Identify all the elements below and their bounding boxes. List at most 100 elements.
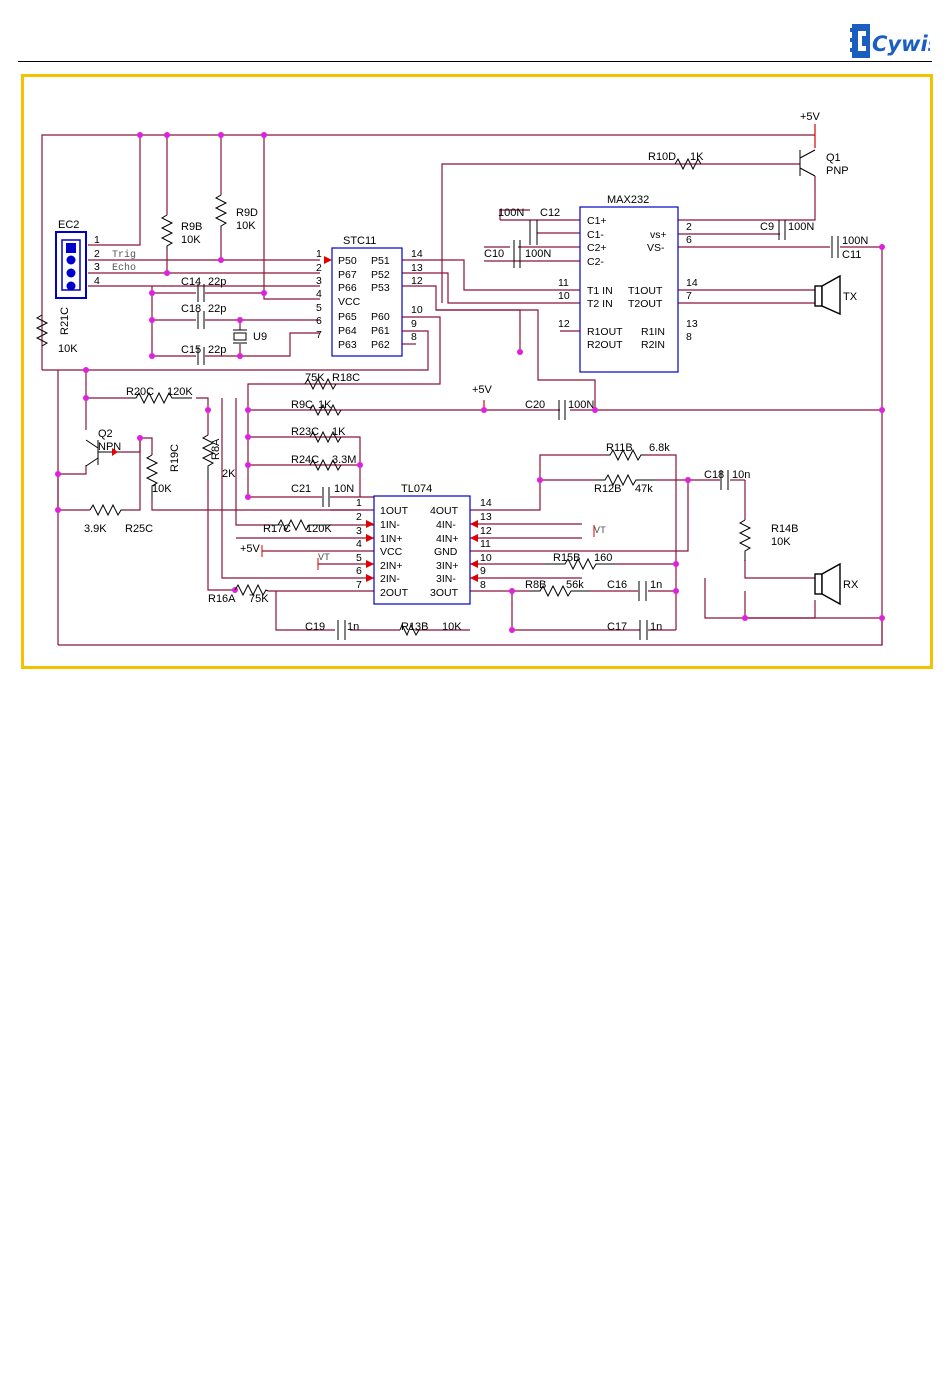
- junction-dot: [83, 367, 89, 373]
- junction-dot: [205, 407, 211, 413]
- pin-number: 13: [480, 511, 492, 523]
- junction-dot: [149, 353, 155, 359]
- pin-name: P51: [371, 255, 390, 267]
- junction-dot: [879, 407, 885, 413]
- junctions: [55, 132, 885, 633]
- pin-name: P65: [338, 311, 357, 323]
- c21-value: 10N: [334, 483, 354, 495]
- resistor-r24c-icon: [309, 458, 342, 472]
- pin-number: 14: [686, 277, 698, 289]
- capacitor-c18b-icon: [720, 470, 729, 490]
- pin-number: 14: [480, 497, 492, 509]
- r8a-value: 2K: [222, 468, 236, 480]
- max232-chip: [579, 206, 679, 373]
- r8b-value: 56k: [566, 579, 584, 591]
- pin-number: 6: [356, 565, 362, 577]
- pin-number: 7: [356, 579, 362, 591]
- r14b-value: 10K: [771, 536, 791, 548]
- rx-speaker-icon: [814, 562, 841, 606]
- pin-name: R2OUT: [587, 339, 623, 351]
- junction-dot: [137, 132, 143, 138]
- r20c-value: 120K: [167, 386, 193, 398]
- pin-name: P52: [371, 269, 390, 281]
- resistor-r15b-icon: [545, 557, 615, 571]
- q2-type-label: NPN: [98, 441, 121, 453]
- pin-number: 4: [356, 538, 362, 550]
- junction-dot: [685, 477, 691, 483]
- transistor-q2-icon: [85, 439, 120, 467]
- pin-name: R2IN: [641, 339, 665, 351]
- pin-number: 5: [356, 552, 362, 564]
- pin-number: 6: [316, 315, 322, 327]
- r9d-label: R9D: [236, 207, 258, 219]
- c18b-label: C18: [704, 469, 724, 481]
- junction-dot: [218, 132, 224, 138]
- capacitor-c20-icon: [558, 400, 566, 420]
- c9-label: C9: [760, 221, 774, 233]
- r15b-label: R15B: [553, 552, 581, 564]
- pin-name: vs+: [650, 229, 667, 241]
- r18c-value: 75K: [305, 372, 325, 384]
- component-labels: +5V Q1 PNP R10D 1K MAX232 100N C12 C10 1…: [58, 111, 868, 633]
- resistor-r19c-icon: [145, 454, 159, 498]
- c17-value: 1n: [650, 621, 662, 633]
- r19c-label: R19C: [169, 444, 181, 472]
- c19-label: C19: [305, 621, 325, 633]
- pin-name: 1IN+: [380, 533, 402, 545]
- pin-number: 12: [558, 318, 570, 330]
- resistor-r25c-icon: [89, 503, 125, 517]
- c11-label: C11: [842, 249, 861, 261]
- c20-value: 100N: [568, 399, 594, 411]
- r9b-value: 10K: [181, 234, 201, 246]
- junction-dot: [149, 290, 155, 296]
- resistor-r9b-icon: [160, 214, 174, 250]
- r9d-value: 10K: [236, 220, 256, 232]
- junction-dot: [164, 132, 170, 138]
- r12b-value: 47k: [635, 483, 653, 495]
- wires: [41, 124, 883, 646]
- junction-dot: [245, 494, 251, 500]
- u9-label: U9: [253, 331, 267, 343]
- r25c-label: R25C: [125, 523, 153, 535]
- transistor-q1-icon: [799, 149, 816, 177]
- pin-number: 4: [316, 288, 322, 300]
- trig-label: Trig: [112, 249, 136, 261]
- pin-number: 10: [411, 304, 423, 316]
- pin-name: P61: [371, 325, 390, 337]
- c20-label: C20: [525, 399, 545, 411]
- r9c-label: R9C: [291, 399, 313, 411]
- pin-number: 2: [686, 221, 692, 233]
- resistor-r17c-icon: [270, 518, 330, 532]
- pin-number: 13: [686, 318, 698, 330]
- pin-number: 12: [480, 525, 492, 537]
- pin-number: 10: [558, 290, 570, 302]
- pin-name: 3OUT: [430, 587, 459, 599]
- c15-value: 22p: [208, 344, 226, 356]
- c12-value: 100N: [498, 207, 524, 219]
- junction-dot: [592, 407, 598, 413]
- pin-number: 11: [480, 538, 491, 550]
- r23c-label: R23C: [291, 426, 319, 438]
- r17c-value: 120K: [306, 523, 332, 535]
- pin-name: 2IN+: [380, 560, 402, 572]
- max232-pins: C1+ C1- C2+ C2- T1 IN T2 IN R1OUT R2OUT …: [558, 215, 698, 351]
- r10d-value: 1K: [690, 151, 704, 163]
- pin-number: 5: [316, 302, 322, 314]
- pin-name: 3IN-: [436, 573, 456, 585]
- r21c-value: 10K: [58, 343, 78, 355]
- pin-number: 1: [94, 234, 100, 246]
- pin-number: 12: [411, 275, 423, 287]
- resistor-r23c-icon: [309, 430, 342, 444]
- pin-number: 8: [480, 579, 486, 591]
- stc11-label: STC11: [343, 235, 376, 247]
- r13b-label: R13B: [401, 621, 429, 633]
- vt1-label: VT: [318, 553, 330, 564]
- pin-name: C1+: [587, 215, 607, 227]
- r9c-value: 1K: [318, 399, 332, 411]
- q1-label: Q1: [826, 152, 841, 164]
- pin-name: P60: [371, 311, 390, 323]
- pin-number: 7: [316, 329, 322, 341]
- r17c-label: R17C: [263, 523, 291, 535]
- vcc-mid-label: +5V: [472, 384, 493, 396]
- c12-label: C12: [540, 207, 560, 219]
